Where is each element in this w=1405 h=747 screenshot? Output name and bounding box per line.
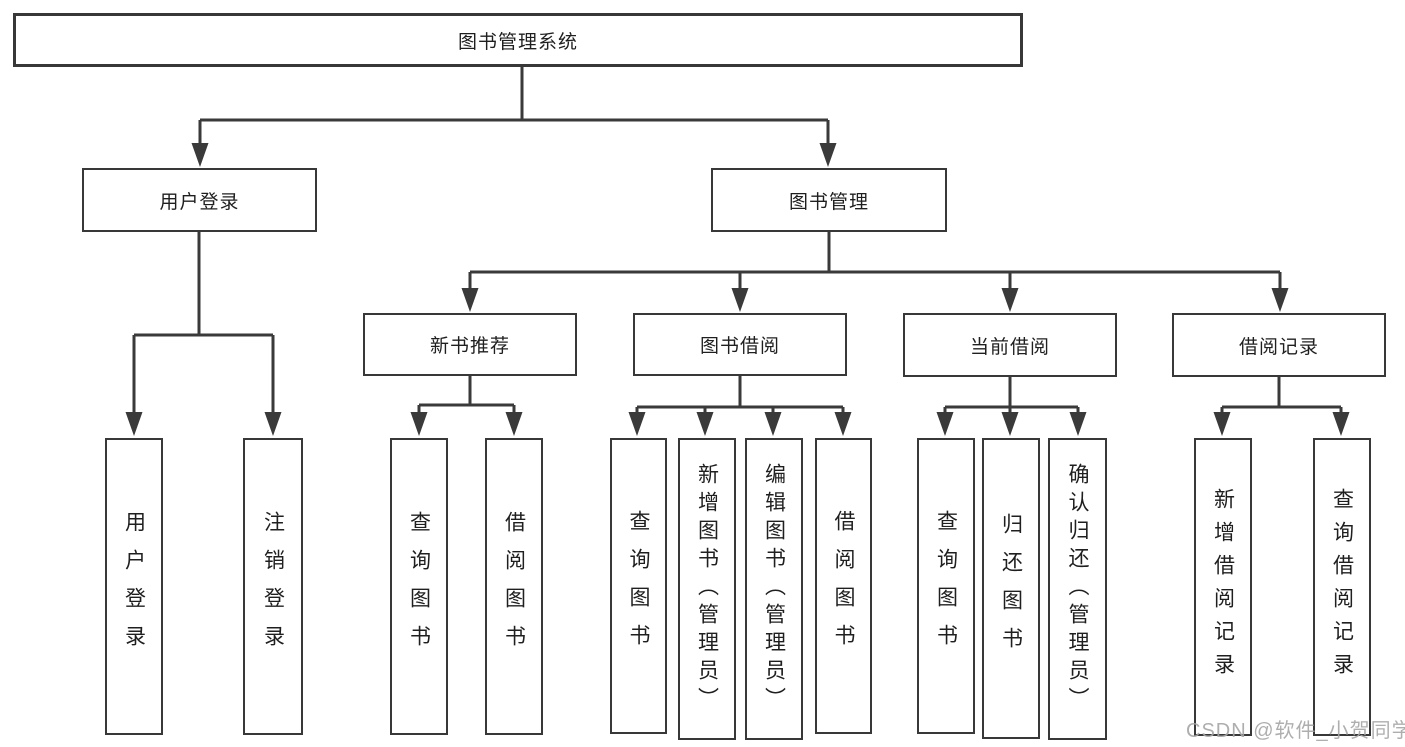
node-leaf-user-login: 用户登录 [105, 438, 163, 735]
node-leaf-query-books-recommend-label: 查询图书 [407, 510, 431, 663]
node-leaf-query-books-borrow: 查询图书 [610, 438, 667, 734]
node-leaf-add-borrow-record-label: 新增借阅记录 [1211, 488, 1235, 686]
node-leaf-edit-book-admin: 编辑图书（管理员） [745, 438, 803, 740]
connector-lines [132, 67, 1343, 416]
node-leaf-add-book-admin: 新增图书（管理员） [678, 438, 736, 740]
node-borrow-records: 借阅记录 [1172, 313, 1386, 377]
node-system: 图书管理系统 [13, 13, 1023, 67]
node-book-borrow-label: 图书借阅 [699, 336, 780, 357]
node-leaf-query-books-current: 查询图书 [917, 438, 975, 734]
node-user-login: 用户登录 [82, 168, 317, 232]
node-leaf-return-book: 归还图书 [982, 438, 1040, 739]
node-leaf-query-books-borrow-label: 查询图书 [627, 510, 650, 662]
node-book-management-label: 图书管理 [788, 191, 869, 213]
node-leaf-borrow-books-recommend: 借阅图书 [485, 438, 543, 735]
node-book-borrow: 图书借阅 [633, 313, 847, 376]
node-leaf-query-books-recommend: 查询图书 [390, 438, 448, 735]
node-leaf-confirm-return-admin-label: 确认归还（管理员） [1066, 463, 1089, 715]
node-leaf-logout-label: 注销登录 [261, 510, 285, 663]
node-user-login-label: 用户登录 [159, 191, 240, 213]
node-leaf-query-books-current-label: 查询图书 [934, 510, 958, 662]
node-leaf-borrow-books: 借阅图书 [815, 438, 872, 734]
node-system-label: 图书管理系统 [457, 31, 578, 53]
node-leaf-borrow-books-recommend-label: 借阅图书 [502, 510, 526, 663]
node-leaf-add-borrow-record: 新增借阅记录 [1194, 438, 1252, 736]
node-new-book-recommend-label: 新书推荐 [429, 336, 510, 357]
node-borrow-records-label: 借阅记录 [1238, 336, 1319, 358]
node-leaf-user-login-label: 用户登录 [122, 510, 146, 663]
node-book-management: 图书管理 [711, 168, 947, 232]
node-leaf-edit-book-admin-label: 编辑图书（管理员） [762, 463, 786, 715]
connector-arrowheads [125, 143, 1350, 436]
node-leaf-logout: 注销登录 [243, 438, 303, 735]
node-leaf-add-book-admin-label: 新增图书（管理员） [695, 463, 719, 715]
node-current-borrow-label: 当前借阅 [969, 336, 1050, 358]
csdn-watermark: CSDN @软件_小贺同学 [1186, 720, 1405, 742]
node-leaf-confirm-return-admin: 确认归还（管理员） [1048, 438, 1107, 740]
node-new-book-recommend: 新书推荐 [363, 313, 577, 376]
node-leaf-query-borrow-record-label: 查询借阅记录 [1330, 488, 1354, 686]
node-leaf-query-borrow-record: 查询借阅记录 [1313, 438, 1371, 736]
node-leaf-return-book-label: 归还图书 [999, 512, 1023, 665]
node-leaf-borrow-books-label: 借阅图书 [832, 510, 855, 662]
node-current-borrow: 当前借阅 [903, 313, 1117, 377]
